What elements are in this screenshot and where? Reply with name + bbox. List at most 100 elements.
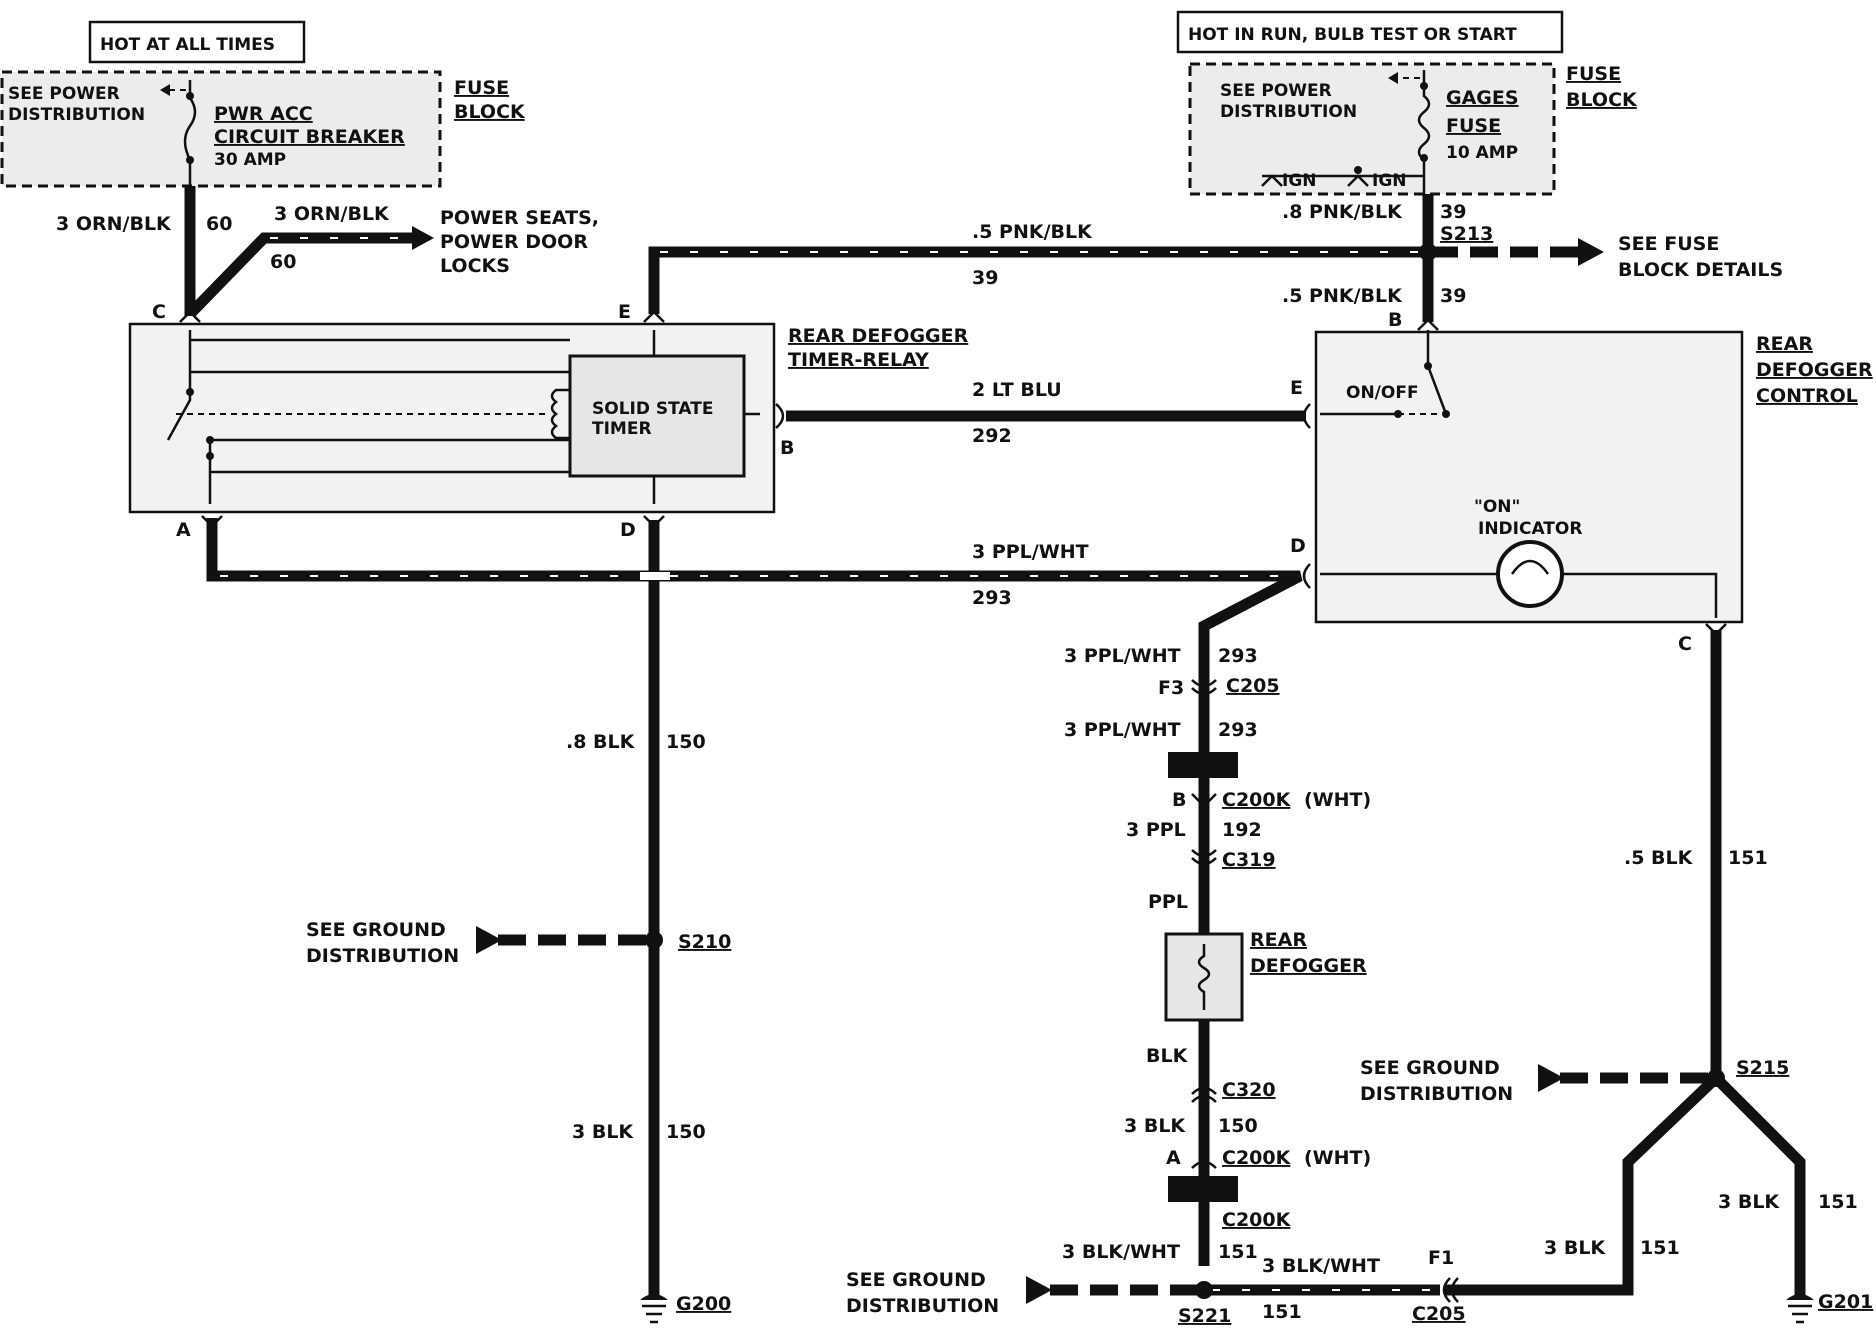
hot-in-run-label: HOT IN RUN, BULB TEST OR START <box>1188 25 1517 45</box>
wire-label-3ppl: 3 PPL <box>1126 819 1186 841</box>
arrow-left-icon-2 <box>1388 72 1398 84</box>
gages-label: GAGES <box>1446 87 1519 109</box>
circuit-151-c: 151 <box>1728 847 1768 869</box>
pin-e-timer-icon <box>643 310 665 323</box>
c320-label: C320 <box>1222 1079 1276 1101</box>
pwr-acc-label: PWR ACC <box>214 103 313 125</box>
pin-b-timer-label: B <box>780 437 794 459</box>
circuit-293-a: 293 <box>1218 645 1258 667</box>
c205-top-label: C205 <box>1226 675 1280 697</box>
pin-a-timer-label: A <box>176 519 191 541</box>
power-seats-label-3: LOCKS <box>440 255 510 277</box>
c205-top-connector-icon <box>1191 679 1217 696</box>
pin-d-timer-label: D <box>620 519 636 541</box>
wire-s215-to-g201 <box>1712 1074 1806 1300</box>
pin-d-timer-icon <box>643 515 665 528</box>
wire-label-3blk-r1: 3 BLK <box>1544 1237 1606 1259</box>
fuse-block-left <box>0 70 442 188</box>
ign-label-2: IGN <box>1372 171 1407 191</box>
wire-s215-to-c205 <box>1444 1074 1720 1296</box>
c200k-bottom-connector <box>1168 1176 1238 1202</box>
c200k-top-connector <box>1168 752 1238 778</box>
circuit-151-b: 151 <box>1262 1301 1302 1323</box>
relay-coil-icon <box>550 388 570 440</box>
wht-label-a: (WHT) <box>1304 789 1371 811</box>
circuit-192: 192 <box>1222 819 1262 841</box>
hot-at-all-times-box <box>88 20 306 64</box>
arrow-fuse-block-details <box>1578 238 1604 266</box>
circuit-151-r1: 151 <box>1640 1237 1680 1259</box>
circuit-150-mid: 150 <box>1218 1115 1258 1137</box>
hot-at-all-times-label: HOT AT ALL TIMES <box>100 35 275 55</box>
wire-label-ppl-top: 3 PPL/WHT <box>972 541 1089 563</box>
rear-defogger-label-1: REAR <box>1250 929 1307 951</box>
wire-label-8blk: .8 BLK <box>566 731 636 753</box>
circuit-292: 292 <box>972 425 1012 447</box>
circuit-60-left: 60 <box>206 213 232 235</box>
fuse-block-left-label-1: FUSE <box>454 77 509 99</box>
see-fuse-label-1: SEE FUSE <box>1618 233 1719 255</box>
timer-relay-title-1: REAR DEFOGGER <box>788 325 969 347</box>
circuit-breaker-symbol <box>183 80 197 186</box>
pin-e-ctrl-label: E <box>1290 377 1303 399</box>
see-power-label-left: SEE POWER <box>8 84 120 104</box>
fuse-label: FUSE <box>1446 115 1501 137</box>
pin-e-ctrl-icon <box>1302 403 1311 429</box>
hot-in-run-box <box>1176 10 1564 54</box>
see-ground-label-3a: SEE GROUND <box>1360 1057 1500 1079</box>
c319-connector-icon <box>1191 849 1217 866</box>
fuse-block-right-label-1: FUSE <box>1566 63 1621 85</box>
pin-c-timer-icon <box>179 310 201 323</box>
arrow-left-icon <box>160 84 170 96</box>
wire-label-orn-right: 3 ORN/BLK <box>274 203 390 225</box>
pin-a-timer-icon <box>201 515 223 528</box>
c205-bottom-label: C205 <box>1412 1303 1466 1325</box>
rear-defogger-label-2: DEFOGGER <box>1250 955 1367 977</box>
control-title-3: CONTROL <box>1756 385 1858 407</box>
wire-label-ppl-a: 3 PPL/WHT <box>1064 645 1181 667</box>
g201-ground-icon <box>1788 1304 1812 1324</box>
circuit-293-b: 293 <box>1218 719 1258 741</box>
splice-s221-label: S221 <box>1178 1305 1231 1327</box>
c200k-b-pin-icon <box>1191 793 1217 808</box>
power-seats-label-2: POWER DOOR <box>440 231 588 253</box>
wire-label-orn-left: 3 ORN/BLK <box>56 213 172 235</box>
splice-s221 <box>1195 1281 1213 1299</box>
circuit-150-a: 150 <box>666 731 706 753</box>
wire-label-pnk-5: .5 PNK/BLK <box>1282 285 1403 307</box>
wire-label-5blk: .5 BLK <box>1624 847 1694 869</box>
see-power-label-right: SEE POWER <box>1220 81 1332 101</box>
wire-label-3blk-r2: 3 BLK <box>1718 1191 1780 1213</box>
g200-ground-icon <box>642 1304 666 1324</box>
pin-b-timer-icon <box>775 403 785 429</box>
fuse-block-left-label-2: BLOCK <box>454 101 526 123</box>
circuit-39-a: 39 <box>1440 201 1466 223</box>
pin-b-c200k-label: B <box>1172 789 1186 811</box>
c200k-mid-label: C200K <box>1222 1147 1292 1169</box>
distribution-label-left: DISTRIBUTION <box>8 105 145 125</box>
circuit-151-a: 151 <box>1218 1241 1258 1263</box>
circuit-151-r2: 151 <box>1818 1191 1858 1213</box>
heating-grid-icon <box>1197 944 1211 1010</box>
fuse-block-right <box>1188 62 1556 196</box>
gages-fuse-symbol <box>1417 70 1431 194</box>
timer-internal-lines <box>166 330 760 504</box>
timer-relay-title-2: TIMER-RELAY <box>788 349 929 371</box>
amp30-label: 30 AMP <box>214 150 286 170</box>
c319-label: C319 <box>1222 849 1276 871</box>
arrow-ground-2 <box>1026 1276 1052 1304</box>
fuse-block-right-label-2: BLOCK <box>1566 89 1638 111</box>
pin-a-c200k-label: A <box>1166 1147 1181 1169</box>
distribution-label-right: DISTRIBUTION <box>1220 102 1357 122</box>
see-ground-label-1a: SEE GROUND <box>306 919 446 941</box>
c200k-top-label: C200K <box>1222 789 1292 811</box>
wire-label-lt-blu: 2 LT BLU <box>972 379 1062 401</box>
wire-ppl-wht-293 <box>206 518 1303 1266</box>
c200k-a-pin-icon <box>1191 1160 1217 1169</box>
circuit-39-b: 39 <box>1440 285 1466 307</box>
ign-switch-symbol <box>1261 174 1369 187</box>
circuit-150-left: 150 <box>666 1121 706 1143</box>
on-indicator-label-2: INDICATOR <box>1478 519 1582 539</box>
wire-label-3blk-mid: 3 BLK <box>1124 1115 1186 1137</box>
power-seats-label-1: POWER SEATS, <box>440 207 599 229</box>
